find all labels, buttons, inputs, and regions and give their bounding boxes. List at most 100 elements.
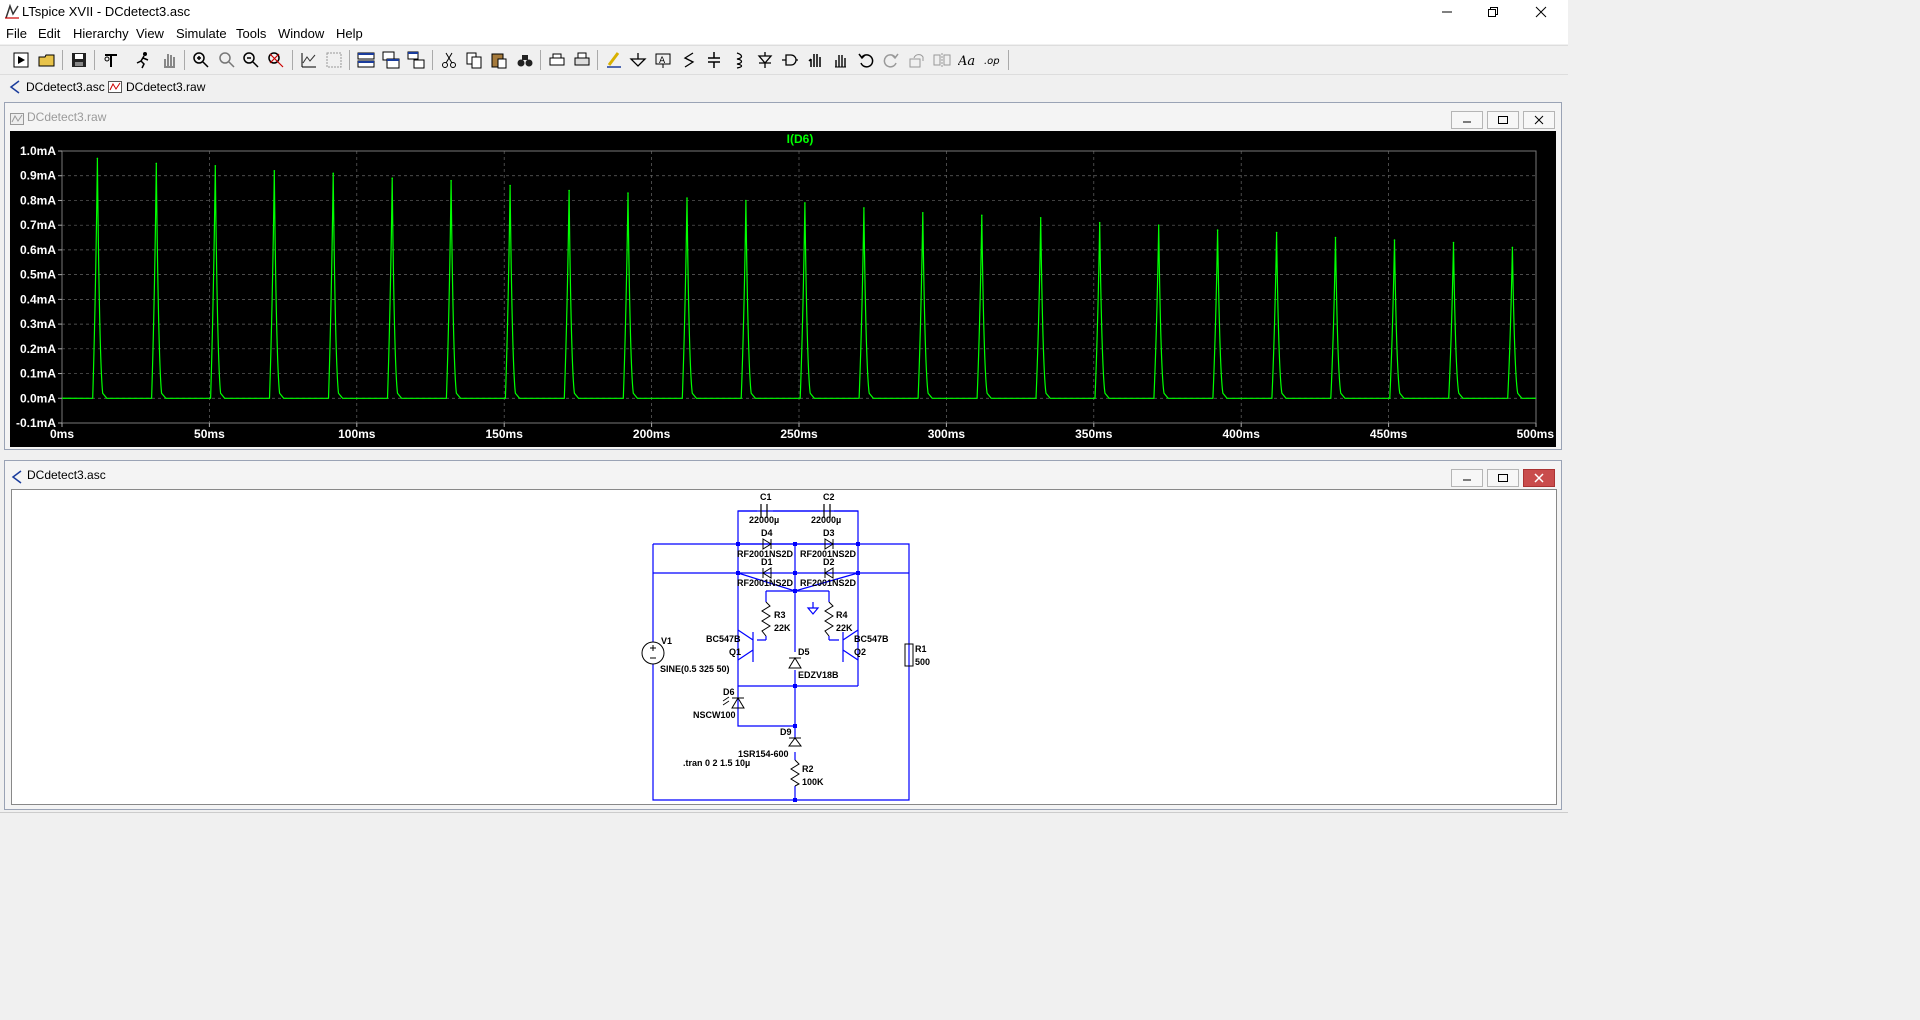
inductor-button[interactable]	[728, 49, 750, 71]
schematic-maximize-button[interactable]	[1487, 469, 1519, 487]
maximize-button[interactable]	[1470, 0, 1516, 24]
print-preview-icon	[549, 53, 565, 66]
schematic-window: DCdetect3.asc	[4, 460, 1562, 810]
menu-help[interactable]: Help	[336, 26, 363, 41]
tab-schematic[interactable]: DCdetect3.asc	[8, 78, 105, 96]
resistor-button[interactable]	[678, 49, 700, 71]
schematic-close-button[interactable]	[1523, 469, 1555, 487]
close-button[interactable]	[1518, 0, 1564, 24]
spice-directive-icon: .op	[984, 56, 1000, 67]
waveform-minimize-button[interactable]	[1451, 111, 1483, 129]
trace-peak-point	[1098, 221, 1101, 224]
menu-view[interactable]: View	[136, 26, 164, 41]
y-tick-label: 0.9mA	[20, 169, 56, 183]
window-title: LTspice XVII - DCdetect3.asc	[22, 4, 191, 19]
label-net-button[interactable]: A	[652, 49, 674, 71]
text-button[interactable]: Aa	[956, 49, 978, 71]
find-button[interactable]	[514, 49, 536, 71]
r4-name: R4	[836, 610, 848, 620]
r3-name: R3	[774, 610, 786, 620]
open-schematic-button[interactable]	[10, 49, 32, 71]
cut-button[interactable]	[438, 49, 460, 71]
trace-label[interactable]: I(D6)	[787, 132, 814, 146]
trace-peak-point	[273, 170, 276, 172]
schematic-drawing[interactable]: C1 22000µ C2 22000µ D4 RF2001NS2D D3 RF2…	[12, 490, 1556, 804]
halt-button[interactable]	[158, 49, 180, 71]
diode-button[interactable]	[754, 49, 776, 71]
y-tick-label: 0.3mA	[20, 317, 56, 331]
redo-button[interactable]	[880, 49, 902, 71]
d4-name: D4	[761, 528, 773, 538]
c1-value: 22000µ	[749, 515, 779, 525]
rotate-button[interactable]	[906, 49, 928, 71]
schematic-canvas[interactable]: C1 22000µ C2 22000µ D4 RF2001NS2D D3 RF2…	[11, 489, 1557, 805]
add-plot-button[interactable]	[323, 49, 345, 71]
d5-value: EDZV18B	[798, 670, 839, 680]
drag-button[interactable]	[829, 49, 851, 71]
trace-peak-point	[1452, 241, 1455, 244]
trace-peak-point	[568, 189, 570, 192]
zoom-area-button[interactable]	[216, 49, 238, 71]
menu-edit[interactable]: Edit	[38, 26, 61, 41]
zoom-out-icon	[243, 52, 259, 68]
wires	[652, 510, 910, 801]
menu-bar: File Edit Hierarchy View Simulate Tools …	[0, 24, 1568, 44]
schematic-window-title: DCdetect3.asc	[27, 468, 106, 482]
run-button[interactable]	[132, 49, 154, 71]
tile-vertical-button[interactable]	[405, 49, 427, 71]
capacitor-button[interactable]	[703, 49, 725, 71]
plot-background	[10, 131, 1556, 447]
control-panel-button[interactable]	[100, 49, 122, 71]
menu-simulate[interactable]: Simulate	[176, 26, 227, 41]
open-file-icon	[38, 54, 55, 67]
add-plot-icon	[326, 52, 342, 68]
x-tick-label: 0ms	[50, 427, 74, 441]
tab-waveform-label: DCdetect3.raw	[126, 80, 206, 94]
schematic-minimize-button[interactable]	[1451, 469, 1483, 487]
trace-peak-point	[922, 212, 924, 214]
c2-name: C2	[823, 492, 835, 502]
autorange-button[interactable]	[298, 49, 320, 71]
x-tick-label: 300ms	[928, 427, 966, 441]
spice-directive-button[interactable]: .op	[982, 49, 1004, 71]
trace-peak-point	[981, 214, 983, 217]
run-icon	[136, 52, 149, 69]
print-button[interactable]	[571, 49, 593, 71]
spice-directive[interactable]: .tran 0 2 1.5 10µ	[683, 758, 750, 768]
d2-value: RF2001NS2D	[800, 578, 857, 588]
cascade-button[interactable]	[380, 49, 402, 71]
menu-tools[interactable]: Tools	[236, 26, 267, 41]
paste-icon	[491, 53, 507, 69]
copy-button[interactable]	[463, 49, 485, 71]
print-preview-button[interactable]	[546, 49, 568, 71]
menu-hierarchy[interactable]: Hierarchy	[73, 26, 129, 41]
waveform-close-button[interactable]	[1523, 111, 1555, 129]
move-button[interactable]	[804, 49, 826, 71]
paste-button[interactable]	[488, 49, 510, 71]
mirror-button[interactable]	[931, 49, 953, 71]
undo-button[interactable]	[855, 49, 877, 71]
menu-file[interactable]: File	[6, 26, 27, 41]
draw-wire-button[interactable]	[603, 49, 625, 71]
component-button[interactable]	[779, 49, 801, 71]
zoom-out-button[interactable]	[240, 49, 262, 71]
ground-button[interactable]	[627, 49, 649, 71]
tile-horizontal-button[interactable]	[355, 49, 377, 71]
capacitor-icon	[708, 52, 720, 68]
waveform-window-title: DCdetect3.raw	[27, 110, 107, 124]
tab-waveform[interactable]: DCdetect3.raw	[108, 78, 205, 96]
zoom-in-button[interactable]	[190, 49, 212, 71]
r1-value: 500	[915, 657, 930, 667]
menu-window[interactable]: Window	[278, 26, 325, 41]
waveform-maximize-button[interactable]	[1487, 111, 1519, 129]
y-tick-label: 0.1mA	[20, 367, 56, 381]
zoom-fit-button[interactable]	[265, 49, 287, 71]
d9-symbol	[788, 737, 802, 747]
save-button[interactable]	[68, 49, 90, 71]
waveform-plot[interactable]: 1.0mA0.9mA0.8mA0.7mA0.6mA0.5mA0.4mA0.3mA…	[10, 131, 1556, 447]
open-file-button[interactable]	[36, 49, 58, 71]
d5-name: D5	[798, 647, 810, 657]
d6-name: D6	[723, 687, 735, 697]
y-tick-label: 0.4mA	[20, 292, 56, 306]
minimize-button[interactable]	[1424, 0, 1470, 24]
